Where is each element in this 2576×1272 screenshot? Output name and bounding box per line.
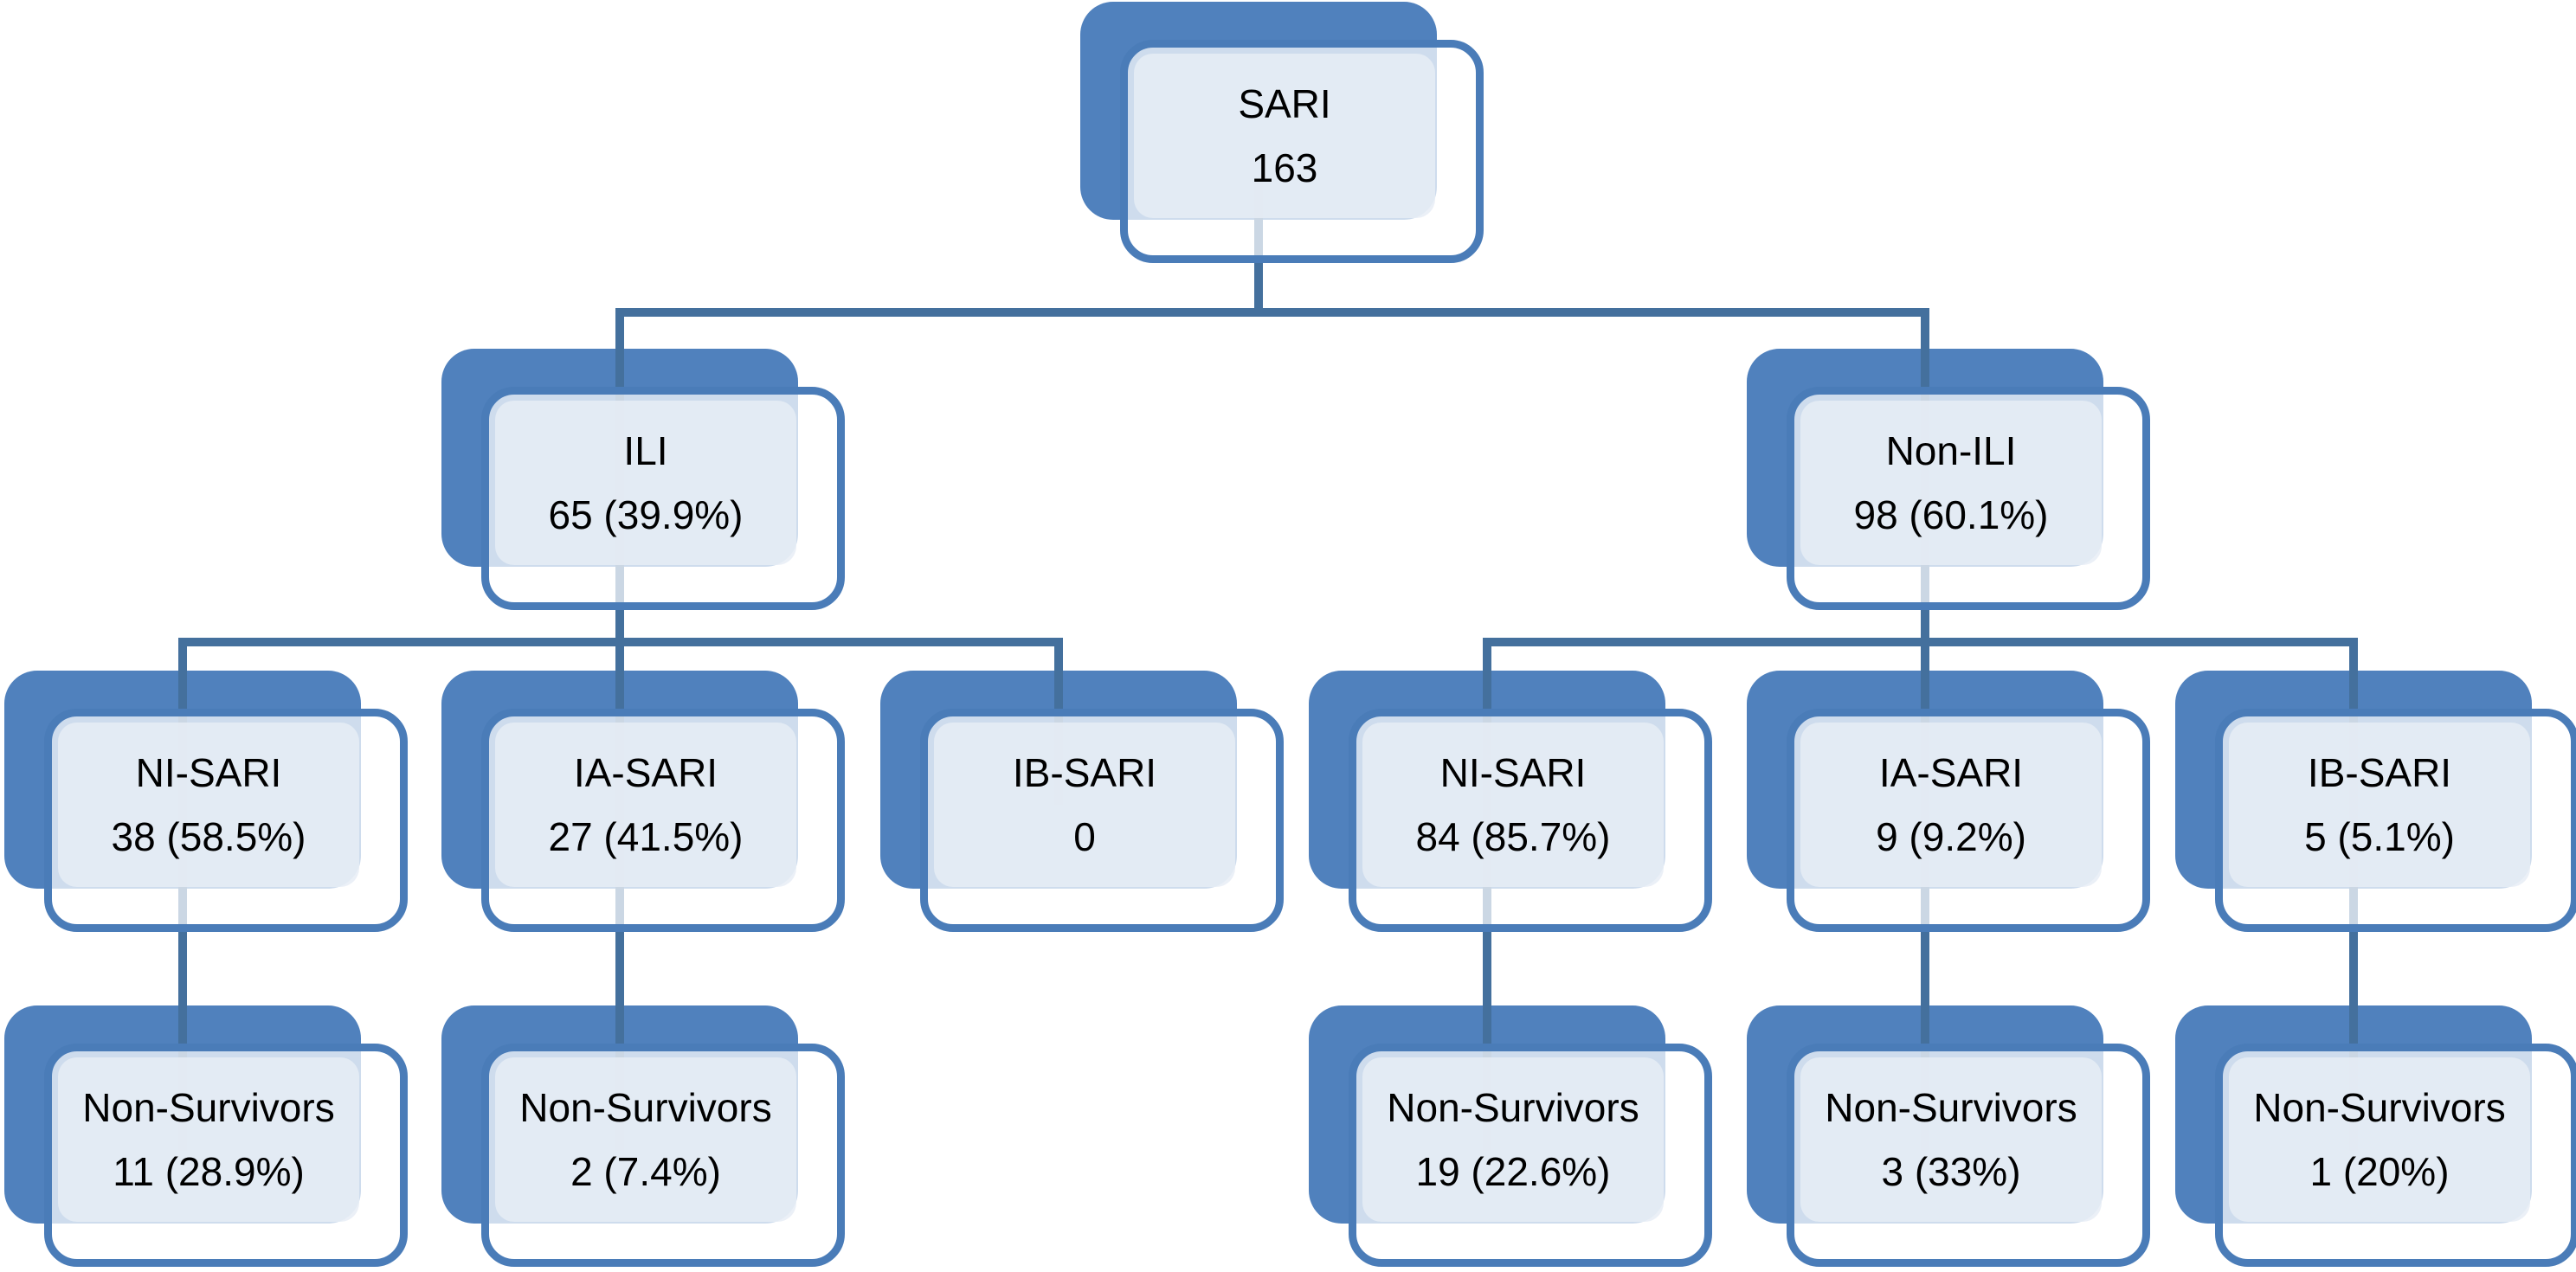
connector-rail-non-ili [1483,638,2358,646]
node-value: 0 [1073,814,1096,859]
node-ili: ILI 65 (39.9%) [441,349,845,610]
node-ni-sari-non-ili: NI-SARI 84 (85.7%) [1309,671,1712,932]
node-label: NI-SARI [135,750,282,795]
node-panel: IA-SARI 9 (9.2%) [1800,723,2102,887]
node-panel: IB-SARI 5 (5.1%) [2229,723,2530,887]
node-non-survivors-ib-non-ili: Non-Survivors 1 (20%) [2175,1005,2576,1267]
node-label: Non-Survivors [519,1085,772,1130]
node-panel: Non-Survivors 1 (20%) [2229,1057,2530,1222]
node-panel: NI-SARI 38 (58.5%) [58,723,359,887]
node-panel: Non-ILI 98 (60.1%) [1800,401,2102,565]
node-label: Non-Survivors [1387,1085,1639,1130]
node-panel: Non-Survivors 11 (28.9%) [58,1057,359,1222]
node-value: 84 (85.7%) [1415,814,1611,859]
node-ni-sari-ili: NI-SARI 38 (58.5%) [4,671,408,932]
node-label: IB-SARI [2307,750,2452,795]
node-label: NI-SARI [1439,750,1587,795]
node-value: 98 (60.1%) [1853,492,2049,537]
node-value: 19 (22.6%) [1415,1149,1611,1194]
node-value: 65 (39.9%) [548,492,744,537]
connector-rail-level2 [615,308,1929,317]
node-non-survivors-ia-ili: Non-Survivors 2 (7.4%) [441,1005,845,1267]
connector-rail-ili [178,638,1063,646]
node-panel: Non-Survivors 2 (7.4%) [495,1057,796,1222]
node-panel: ILI 65 (39.9%) [495,401,796,565]
node-ib-sari-ili: IB-SARI 0 [880,671,1284,932]
node-value: 38 (58.5%) [111,814,306,859]
node-value: 163 [1251,145,1318,190]
node-panel: NI-SARI 84 (85.7%) [1362,723,1664,887]
node-panel: Non-Survivors 3 (33%) [1800,1057,2102,1222]
node-panel: IA-SARI 27 (41.5%) [495,723,796,887]
node-label: IA-SARI [1878,750,2024,795]
node-value: 2 (7.4%) [570,1149,721,1194]
node-value: 3 (33%) [1881,1149,2021,1194]
node-value: 11 (28.9%) [113,1149,305,1194]
node-label: Non-Survivors [82,1085,335,1130]
node-ib-sari-non-ili: IB-SARI 5 (5.1%) [2175,671,2576,932]
node-label: ILI [623,428,668,473]
node-non-ili: Non-ILI 98 (60.1%) [1747,349,2150,610]
node-value: 27 (41.5%) [548,814,744,859]
node-label: IA-SARI [573,750,718,795]
node-panel: SARI 163 [1134,54,1435,218]
node-panel: IB-SARI 0 [934,723,1235,887]
node-panel: Non-Survivors 19 (22.6%) [1362,1057,1664,1222]
node-non-survivors-ia-non-ili: Non-Survivors 3 (33%) [1747,1005,2150,1267]
node-value: 9 (9.2%) [1876,814,2026,859]
node-label: Non-Survivors [1825,1085,2077,1130]
node-ia-sari-non-ili: IA-SARI 9 (9.2%) [1747,671,2150,932]
node-label: IB-SARI [1012,750,1157,795]
node-non-survivors-ni-ili: Non-Survivors 11 (28.9%) [4,1005,408,1267]
node-value: 1 (20%) [2309,1149,2450,1194]
node-label: SARI [1238,81,1331,126]
node-non-survivors-ni-non-ili: Non-Survivors 19 (22.6%) [1309,1005,1712,1267]
node-value: 5 (5.1%) [2304,814,2455,859]
node-label: Non-Survivors [2253,1085,2506,1130]
node-sari: SARI 163 [1080,2,1484,263]
node-ia-sari-ili: IA-SARI 27 (41.5%) [441,671,845,932]
node-label: Non-ILI [1885,428,2017,473]
